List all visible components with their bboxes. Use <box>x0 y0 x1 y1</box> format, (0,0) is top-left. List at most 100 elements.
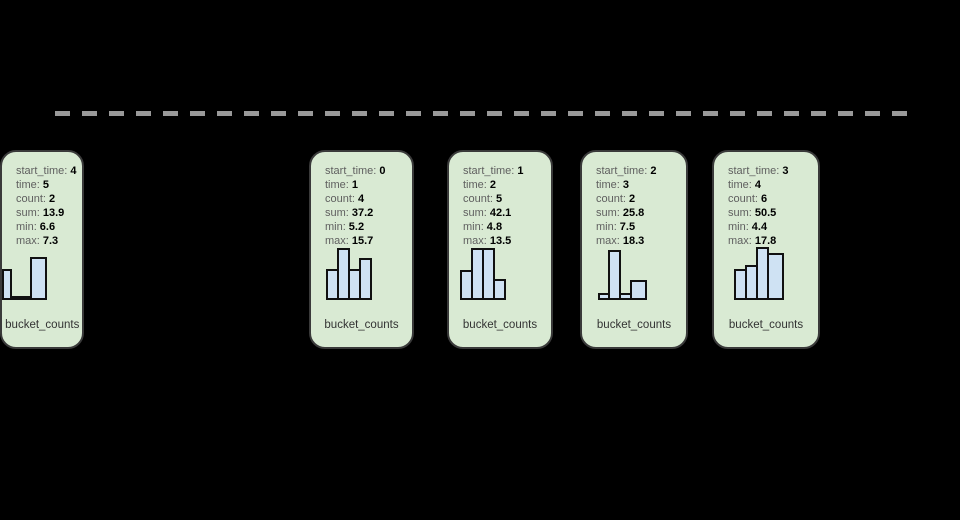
field-row-count: count:2 <box>16 192 76 206</box>
field-value: 4 <box>754 179 761 191</box>
field-value: 5 <box>42 179 49 191</box>
field-row-max: max:13.5 <box>463 234 545 248</box>
field-row-time: time:5 <box>16 178 76 192</box>
field-key: count: <box>596 193 626 205</box>
field-row-max: max:15.7 <box>325 234 406 248</box>
metric-card-2: start_time:1 time:2 count:5 sum:42.1 min… <box>447 150 553 349</box>
field-value: 37.2 <box>351 207 374 219</box>
field-value: 2 <box>650 165 657 177</box>
field-key: sum: <box>463 207 487 219</box>
field-value: 4 <box>70 165 77 177</box>
field-row-max: max:17.8 <box>728 234 812 248</box>
field-key: min: <box>463 221 484 233</box>
metric-card-5: start_time:4 time:5 count:2 sum:13.9 min… <box>0 150 85 349</box>
field-row-count: count:4 <box>325 192 406 206</box>
histogram-bar <box>359 258 372 300</box>
field-value: 13.5 <box>489 235 512 247</box>
field-value: 2 <box>628 193 636 205</box>
field-value: 50.5 <box>754 207 777 219</box>
field-row-time: time:4 <box>728 178 812 192</box>
field-key: time: <box>16 179 40 191</box>
field-value: 0 <box>379 165 386 177</box>
field-key: start_time: <box>596 165 648 177</box>
metric-fields: start_time:3 time:4 count:6 sum:50.5 min… <box>714 152 818 248</box>
bucket-counts-label: bucket_counts <box>462 319 538 331</box>
field-value: 7.5 <box>619 221 636 233</box>
field-row-sum: sum:37.2 <box>325 206 406 220</box>
field-key: min: <box>16 221 37 233</box>
metric-fields: start_time:2 time:3 count:2 sum:25.8 min… <box>582 152 686 248</box>
bucket-counts-label: bucket_counts <box>324 319 399 331</box>
histogram-bar <box>767 253 784 300</box>
histogram-bar <box>630 280 647 300</box>
field-key: min: <box>728 221 749 233</box>
field-value: 5.2 <box>348 221 365 233</box>
field-key: start_time: <box>463 165 515 177</box>
bucket-counts-label: bucket_counts <box>5 319 80 331</box>
field-key: max: <box>325 235 349 247</box>
metric-card-3: start_time:2 time:3 count:2 sum:25.8 min… <box>580 150 688 349</box>
histogram-bar <box>482 248 495 300</box>
field-row-count: count:6 <box>728 192 812 206</box>
field-row-sum: sum:50.5 <box>728 206 812 220</box>
field-row-min: min:5.2 <box>325 220 406 234</box>
field-value: 7.3 <box>42 235 59 247</box>
field-key: max: <box>728 235 752 247</box>
field-value: 4.8 <box>486 221 503 233</box>
timeline-dashed-line <box>55 111 913 116</box>
field-value: 4.4 <box>751 221 768 233</box>
histogram-bar <box>30 257 47 300</box>
field-key: count: <box>325 193 355 205</box>
bucket-histogram <box>598 250 647 300</box>
field-row-sum: sum:25.8 <box>596 206 680 220</box>
field-value: 3 <box>622 179 629 191</box>
metric-fields: start_time:4 time:5 count:2 sum:13.9 min… <box>2 152 82 248</box>
field-value: 18.3 <box>622 235 645 247</box>
field-key: count: <box>728 193 758 205</box>
field-key: time: <box>463 179 487 191</box>
histogram-bar <box>608 250 621 300</box>
field-row-time: time:1 <box>325 178 406 192</box>
field-value: 2 <box>489 179 496 191</box>
field-row-min: min:7.5 <box>596 220 680 234</box>
field-key: max: <box>463 235 487 247</box>
field-value: 1 <box>351 179 358 191</box>
bucket-histogram <box>460 248 506 300</box>
histogram-bar <box>493 279 506 300</box>
bucket-counts-label: bucket_counts <box>596 319 672 331</box>
field-row-time: time:3 <box>596 178 680 192</box>
field-key: time: <box>596 179 620 191</box>
metric-card-4: start_time:3 time:4 count:6 sum:50.5 min… <box>712 150 820 349</box>
metric-card-1: start_time:0 time:1 count:4 sum:37.2 min… <box>309 150 414 349</box>
field-row-start-time: start_time:4 <box>16 164 76 178</box>
field-row-max: max:7.3 <box>16 234 76 248</box>
bucket-histogram <box>734 247 784 300</box>
field-row-count: count:5 <box>463 192 545 206</box>
field-row-start-time: start_time:1 <box>463 164 545 178</box>
field-value: 15.7 <box>351 235 374 247</box>
field-key: max: <box>16 235 40 247</box>
field-key: start_time: <box>325 165 377 177</box>
field-value: 2 <box>48 193 56 205</box>
field-key: sum: <box>728 207 752 219</box>
field-value: 25.8 <box>622 207 645 219</box>
metric-fields: start_time:1 time:2 count:5 sum:42.1 min… <box>449 152 551 248</box>
field-row-min: min:6.6 <box>16 220 76 234</box>
field-key: time: <box>728 179 752 191</box>
field-value: 6 <box>760 193 768 205</box>
field-key: min: <box>596 221 617 233</box>
field-key: start_time: <box>16 165 68 177</box>
field-key: min: <box>325 221 346 233</box>
field-row-start-time: start_time:3 <box>728 164 812 178</box>
field-row-time: time:2 <box>463 178 545 192</box>
field-row-min: min:4.8 <box>463 220 545 234</box>
field-row-min: min:4.4 <box>728 220 812 234</box>
field-row-start-time: start_time:2 <box>596 164 680 178</box>
field-value: 42.1 <box>489 207 512 219</box>
field-value: 5 <box>495 193 503 205</box>
field-value: 4 <box>357 193 365 205</box>
field-key: sum: <box>16 207 40 219</box>
field-key: count: <box>16 193 46 205</box>
field-row-sum: sum:42.1 <box>463 206 545 220</box>
